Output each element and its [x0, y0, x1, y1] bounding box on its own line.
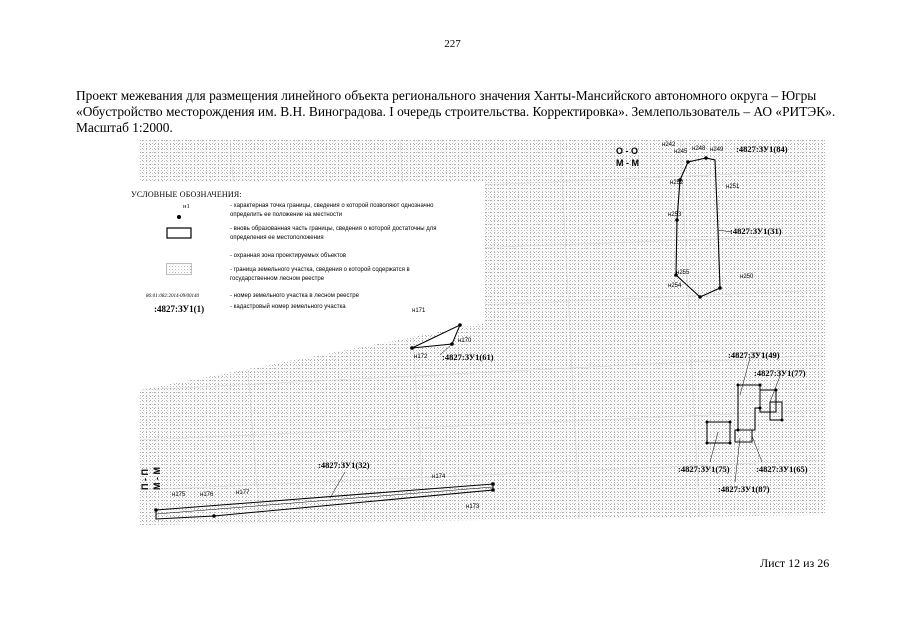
point-label: н175 — [172, 492, 186, 498]
legend-item-text: - кадастровый номер земельного участка — [230, 304, 346, 310]
parcel-label: :4827:ЗУ1(49) — [728, 350, 780, 360]
parcel-label: :4827:ЗУ1(75) — [678, 464, 730, 474]
legend-item-text: - граница земельного участка, сведения о… — [230, 267, 410, 282]
parcel-32-outline — [155, 483, 494, 520]
point-label: н253 — [668, 212, 682, 218]
parcel-label: :4827:ЗУ1(31) — [730, 226, 782, 236]
cadastral-map: О - О М - М П - П М - М :4827:ЗУ1(84) :4… — [139, 139, 826, 526]
point-label: н245 — [674, 149, 688, 155]
legend-area — [140, 182, 485, 390]
parcel-label: :4827:ЗУ1(32) — [318, 460, 370, 470]
legend-item-text: - вновь образованная часть границы, свед… — [230, 226, 437, 241]
point-label: н251 — [726, 184, 740, 190]
parcel-label: :4827:ЗУ1(77) — [754, 368, 806, 378]
parcel-61-outline — [411, 323, 461, 349]
legend-symbol-text: :4827:ЗУ1(1) — [154, 304, 205, 314]
point-label: н255 — [676, 270, 690, 276]
parcel-label: :4827:ЗУ1(61) — [442, 352, 494, 362]
point-label: н254 — [668, 283, 682, 289]
point-label: н248 — [692, 146, 706, 152]
legend-item-text: - номер земельного участка в лесном реес… — [230, 293, 359, 299]
section-label-mm: М - М — [616, 158, 639, 168]
point-label: н249 — [710, 147, 724, 153]
new-boundary-icon — [166, 226, 192, 244]
legend-item-text: - характерная точка границы, сведения о … — [230, 203, 434, 218]
page-number: 227 — [444, 38, 461, 50]
section-label-pp: П - П — [140, 469, 150, 490]
parcel-31-outline — [675, 157, 721, 298]
point-label: н177 — [236, 490, 250, 496]
section-label-mm-vertical: М - М — [152, 467, 162, 490]
legend-heading: УСЛОВНЫЕ ОБОЗНАЧЕНИЯ: — [131, 190, 242, 199]
point-label: н172 — [414, 354, 428, 360]
section-label-oo: О - О — [616, 146, 638, 156]
protection-zone-icon — [166, 262, 192, 280]
point-label: н250 — [740, 274, 754, 280]
point-label: н171 — [412, 308, 426, 314]
boundary-point-icon — [176, 207, 182, 225]
point-label: н174 — [432, 474, 446, 480]
legend-item-text: - охранная зона проектируемых объектов — [230, 253, 347, 259]
point-label: н242 — [662, 142, 676, 148]
parcel-label: :4827:ЗУ1(84) — [736, 144, 788, 154]
point-label: н173 — [466, 504, 480, 510]
sheet-number: Лист 12 из 26 — [760, 556, 830, 570]
point-label: н252 — [670, 180, 684, 186]
document-title: Проект межевания для размещения линейног… — [76, 88, 836, 135]
map-canvas — [139, 139, 826, 526]
parcel-label: :4827:ЗУ1(65) — [756, 464, 808, 474]
point-label: н176 — [200, 492, 214, 498]
point-label: н170 — [458, 338, 472, 344]
legend-symbol-text: н1 — [183, 203, 190, 210]
legend-symbol-text: 86:01:082:2014-09/00140 — [146, 294, 200, 299]
parcel-label: :4827:ЗУ1(87) — [718, 484, 770, 494]
